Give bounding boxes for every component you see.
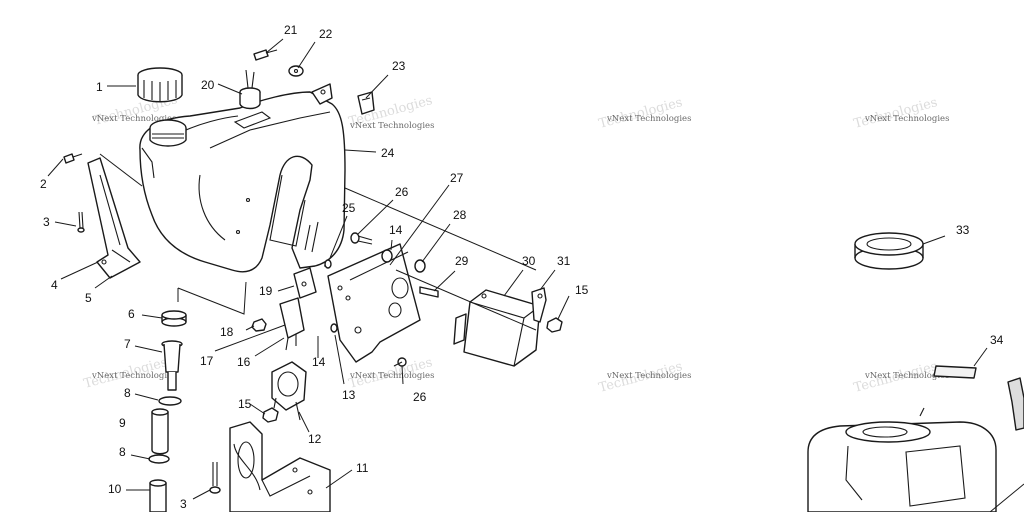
callout-8: 8	[119, 445, 126, 459]
callout-7: 7	[124, 337, 131, 351]
callout-3: 3	[180, 497, 187, 511]
watermark-text: vNext Technologies	[606, 371, 691, 381]
callout-3: 3	[43, 215, 50, 229]
callout-33: 33	[956, 223, 970, 237]
watermark-text: vNext Technologies	[91, 371, 176, 381]
callout-12: 12	[308, 432, 322, 446]
callout-5: 5	[85, 291, 92, 305]
bolt-29	[419, 286, 439, 298]
fuel-tank	[139, 91, 346, 273]
mounting-bracket-5	[87, 157, 141, 279]
callout-25: 25	[342, 201, 356, 215]
washer-28	[414, 259, 426, 273]
watermark-text: vNext Technologies	[864, 371, 949, 381]
hose-9	[151, 408, 169, 455]
nut-15-right	[546, 317, 563, 333]
screw-2	[63, 153, 83, 164]
callout-26: 26	[395, 185, 409, 199]
gauge-sender	[239, 69, 261, 110]
callout-21: 21	[284, 23, 298, 37]
callout-17: 17	[200, 354, 214, 368]
bolt-21	[253, 49, 278, 61]
callout-9: 9	[119, 416, 126, 430]
bolt-25	[324, 259, 332, 269]
callout-15: 15	[238, 397, 252, 411]
seal-ring-33	[854, 232, 924, 270]
callout-22: 22	[319, 27, 333, 41]
bolt-26-lower	[393, 357, 407, 367]
decal-34	[933, 365, 977, 379]
watermark-text: vNext Technologies	[349, 371, 434, 381]
stud-3-lower	[209, 462, 221, 494]
spacer-14-lower	[330, 323, 338, 333]
callout-8: 8	[124, 386, 131, 400]
grommet-6	[161, 310, 187, 327]
fuel-pump-12	[271, 361, 307, 421]
bolt-26-upper	[350, 232, 373, 245]
stud-3-upper	[77, 211, 85, 233]
mounting-plate-13	[327, 243, 421, 363]
callout-6: 6	[128, 307, 135, 321]
callout-1: 1	[96, 80, 103, 94]
fuel-cap	[137, 67, 183, 103]
callout-4: 4	[51, 278, 58, 292]
nut-18	[251, 318, 267, 332]
bracket-31	[531, 287, 547, 323]
lower-bracket-11	[229, 421, 331, 512]
shutoff-valve	[279, 297, 305, 351]
callout-28: 28	[453, 208, 467, 222]
washer-22	[288, 65, 304, 77]
callout-18: 18	[220, 325, 234, 339]
control-box-30	[453, 289, 541, 367]
callout-15: 15	[575, 283, 589, 297]
callout-2: 2	[40, 177, 47, 191]
fitting-7	[161, 340, 183, 391]
tank-tab	[311, 83, 333, 105]
strap-right	[1007, 377, 1024, 431]
clamp-8-lower	[148, 454, 170, 464]
filter-10	[149, 479, 167, 512]
watermark-text: vNext Technologies	[349, 121, 434, 131]
callout-13: 13	[342, 388, 356, 402]
clip-23	[357, 91, 375, 115]
callout-26: 26	[413, 390, 427, 404]
watermark-text: vNext Technologies	[606, 114, 691, 124]
callout-34: 34	[990, 333, 1004, 347]
watermark-text: vNext Technologies	[91, 114, 176, 124]
nut-15-lower	[262, 407, 279, 423]
watermark-text: vNext Technologies	[864, 114, 949, 124]
leader-lines	[47, 38, 1024, 512]
bracket-19	[293, 267, 317, 299]
callout-11: 11	[356, 461, 369, 475]
clamp-8-upper	[158, 396, 182, 406]
callout-14: 14	[389, 223, 403, 237]
callout-24: 24	[381, 146, 395, 160]
tank-alt	[807, 407, 997, 512]
callout-labels: 1 2 3 4 5 6 7 8 9 8 10 3 11 12 13 14 14 …	[40, 23, 1004, 511]
callout-29: 29	[455, 254, 469, 268]
callout-19: 19	[259, 284, 273, 298]
callout-16: 16	[237, 355, 251, 369]
callout-14: 14	[312, 355, 326, 369]
spacer-14-upper	[381, 249, 393, 263]
callout-20: 20	[201, 78, 215, 92]
callout-10: 10	[108, 482, 122, 496]
callout-23: 23	[392, 59, 406, 73]
callout-30: 30	[522, 254, 536, 268]
callout-27: 27	[450, 171, 464, 185]
callout-31: 31	[557, 254, 571, 268]
